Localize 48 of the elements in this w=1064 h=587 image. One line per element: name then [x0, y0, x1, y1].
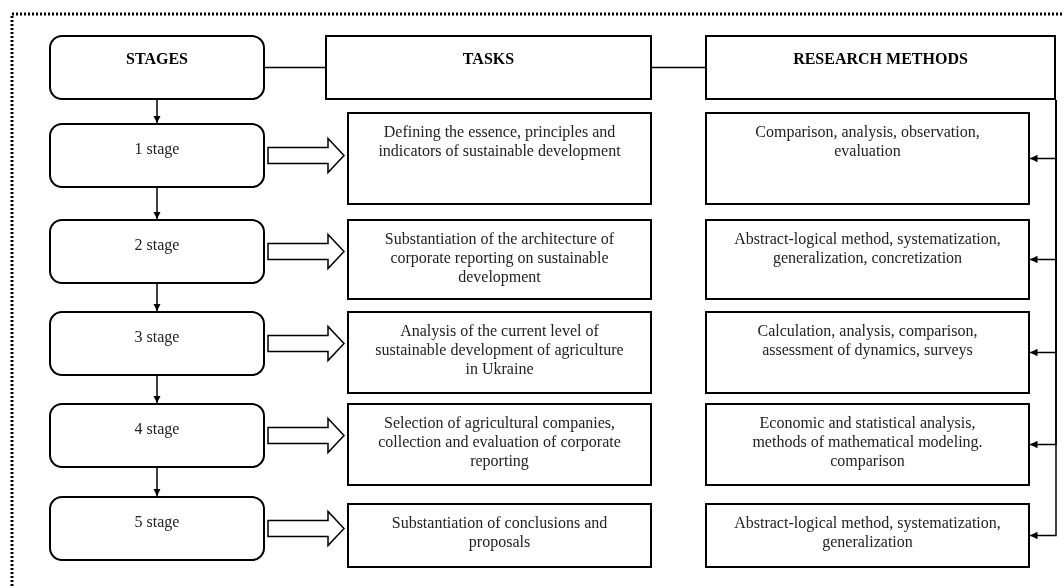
- method-box: [705, 403, 1030, 486]
- arrow: [153, 283, 161, 312]
- arrow: [153, 99, 161, 124]
- block-arrow: [267, 416, 346, 455]
- method-box: [705, 219, 1030, 300]
- task-box: [347, 219, 652, 300]
- connector-line: [264, 66, 326, 69]
- column-heading: RESEARCH METHODS: [792, 49, 969, 69]
- arrow: [153, 467, 161, 497]
- box-text: Abstract-logical method, systematization, generalization: [733, 513, 1002, 552]
- column-header-box: [705, 35, 1056, 100]
- column-heading: TASKS: [461, 49, 516, 69]
- method-box: [705, 503, 1030, 568]
- task-box: [347, 112, 652, 205]
- task-box: [347, 403, 652, 486]
- method-box: [705, 112, 1030, 205]
- box-text: 2 stage: [133, 235, 181, 255]
- box-text: Defining the essence, principles and indicators of sustainable development: [377, 122, 622, 161]
- connector-line: [651, 66, 706, 69]
- column-header-box: [325, 35, 652, 100]
- box-text: Comparison, analysis, observation, evaluation: [754, 122, 981, 161]
- stage-box: [49, 403, 265, 468]
- block-arrow: [267, 232, 346, 271]
- block-arrow: [267, 324, 346, 363]
- box-text: Selection of agricultural companies, collection and evaluation of corporate reporting: [377, 413, 622, 471]
- box-text: 1 stage: [133, 139, 181, 159]
- stage-box: [49, 311, 265, 376]
- method-box: [705, 311, 1030, 394]
- task-box: [347, 311, 652, 394]
- box-text: Abstract-logical method, systematization, generalization, concretization: [733, 229, 1002, 268]
- box-text: Analysis of the current level of sustainable development of agriculture in Ukraine: [375, 321, 624, 379]
- arrow: [153, 375, 161, 404]
- box-text: 3 stage: [133, 327, 181, 347]
- box-text: Substantiation of conclusions and proposals: [390, 513, 609, 552]
- stage-box: [49, 496, 265, 561]
- block-arrow: [267, 136, 346, 175]
- column-heading: STAGES: [125, 49, 189, 69]
- box-text: Economic and statistical analysis, methods of mathematical modeling. comparison: [751, 413, 984, 471]
- box-text: Substantiation of the architecture of corporate reporting on sustainable development: [383, 229, 616, 287]
- box-text: 5 stage: [133, 512, 181, 532]
- arrow: [153, 187, 161, 220]
- stage-box: [49, 219, 265, 284]
- block-arrow: [267, 509, 346, 548]
- box-text: 4 stage: [133, 419, 181, 439]
- task-box: [347, 503, 652, 568]
- box-text: Calculation, analysis, comparison, assessment of dynamics, surveys: [756, 321, 979, 360]
- stages-header-box: [49, 35, 265, 100]
- stage-box: [49, 123, 265, 188]
